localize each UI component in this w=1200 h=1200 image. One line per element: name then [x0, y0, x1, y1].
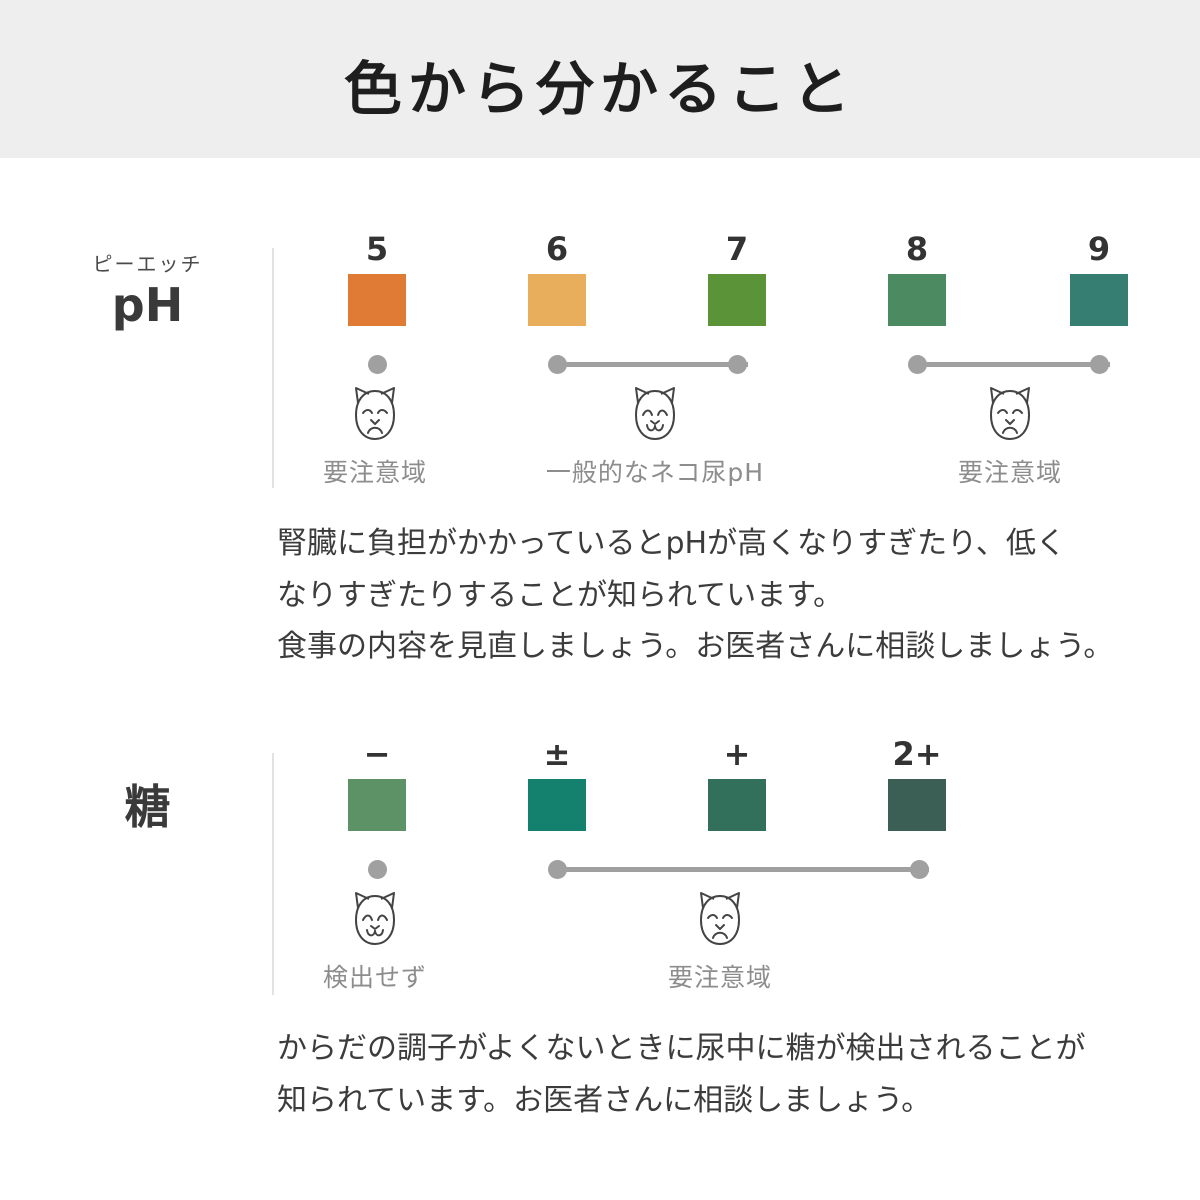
range-dot-ph-6	[548, 355, 567, 374]
description-line: 知られています。お医者さんに相談しましょう。	[277, 1082, 932, 1118]
swatch-strip-sugar: − ± + 2+	[272, 735, 1200, 865]
swatch-chip	[528, 274, 586, 326]
sad-cat-icon	[699, 892, 741, 946]
swatch-value: +	[723, 735, 751, 773]
section-title-ph: pH	[111, 278, 184, 332]
range-markers-sugar	[272, 860, 1200, 880]
description-ph: 腎臓に負担がかかっているとpHが高くなりすぎたり、低く なりすぎたりすることが知…	[277, 518, 1182, 673]
range-dot-ph-5	[368, 355, 387, 374]
swatch-chip	[1070, 274, 1128, 326]
range-bar-ph-6-7	[557, 362, 748, 367]
description-line: 食事の内容を見直しましょう。お医者さんに相談しましょう。	[277, 629, 1114, 665]
swatch-chip	[708, 274, 766, 326]
swatch-sugar-plus[interactable]: +	[692, 735, 782, 831]
range-dot-ph-9	[1090, 355, 1109, 374]
description-sugar: からだの調子がよくないときに尿中に糖が検出されることが 知られています。お医者さ…	[277, 1023, 1182, 1126]
swatch-chip	[348, 779, 406, 831]
swatch-chip	[888, 274, 946, 326]
swatch-value: 2+	[892, 735, 942, 773]
zone-caption: 一般的なネコ尿pH	[545, 458, 765, 487]
section-sugar: 糖 − ± + 2+	[0, 735, 1200, 1155]
swatch-ph-8[interactable]: 8	[872, 230, 962, 326]
range-dot-sugar-negative	[368, 860, 387, 879]
swatch-value: 5	[365, 230, 389, 268]
swatch-chip	[348, 274, 406, 326]
sad-cat-icon	[989, 387, 1031, 441]
zone-caption: 要注意域	[322, 458, 427, 487]
swatch-chip	[708, 779, 766, 831]
section-title-sugar: 糖	[124, 780, 171, 834]
zone-ph-normal: 一般的なネコ尿pH	[465, 385, 845, 489]
section-furigana-ph: ピーエッチ	[92, 252, 203, 276]
swatch-value: 6	[545, 230, 569, 268]
description-line: なりすぎたりすることが知られています。	[277, 577, 844, 613]
happy-cat-icon	[634, 387, 676, 441]
swatch-value: −	[363, 735, 391, 773]
section-label-ph: ピーエッチ pH	[40, 248, 255, 329]
zone-sugar-none: 検出せず	[272, 890, 478, 994]
zone-ph-high: 要注意域	[850, 385, 1170, 489]
range-bar-sugar-positive	[557, 867, 929, 872]
description-line: からだの調子がよくないときに尿中に糖が検出されることが	[277, 1031, 1086, 1066]
section-label-sugar: 糖	[40, 780, 255, 834]
swatch-ph-9[interactable]: 9	[1054, 230, 1144, 326]
swatch-chip	[528, 779, 586, 831]
swatch-value: 9	[1087, 230, 1111, 268]
swatch-value: 7	[725, 230, 749, 268]
range-dot-ph-7	[728, 355, 747, 374]
zone-caption: 要注意域	[667, 963, 772, 992]
swatch-ph-7[interactable]: 7	[692, 230, 782, 326]
zone-caption: 要注意域	[957, 458, 1062, 487]
range-dot-sugar-2plus	[910, 860, 929, 879]
swatch-sugar-plusminus[interactable]: ±	[512, 735, 602, 831]
section-divider-sugar	[272, 753, 274, 995]
description-line: 腎臓に負担がかかっているとpHが高くなりすぎたり、低く	[277, 526, 1066, 561]
happy-cat-icon	[354, 892, 396, 946]
sad-cat-icon	[354, 387, 396, 441]
swatch-chip	[888, 779, 946, 831]
swatch-strip-ph: 5 6 7 8 9	[272, 230, 1200, 360]
range-bar-ph-8-9	[917, 362, 1110, 367]
swatch-sugar-negative[interactable]: −	[332, 735, 422, 831]
header-band	[0, 0, 1200, 158]
zone-ph-low: 要注意域	[272, 385, 478, 489]
zone-sugar-detected: 要注意域	[560, 890, 880, 994]
range-markers-ph	[272, 355, 1200, 375]
swatch-value: 8	[905, 230, 929, 268]
page-title: 色から分かること	[343, 55, 856, 123]
zone-caption: 検出せず	[322, 963, 427, 992]
swatch-ph-6[interactable]: 6	[512, 230, 602, 326]
swatch-sugar-2plus[interactable]: 2+	[872, 735, 962, 831]
swatch-ph-5[interactable]: 5	[332, 230, 422, 326]
section-ph: ピーエッチ pH 5 6 7 8 9	[0, 230, 1200, 690]
section-divider-ph	[272, 248, 274, 488]
range-dot-sugar-plusminus	[548, 860, 567, 879]
range-dot-ph-8	[908, 355, 927, 374]
swatch-value: ±	[543, 735, 571, 773]
